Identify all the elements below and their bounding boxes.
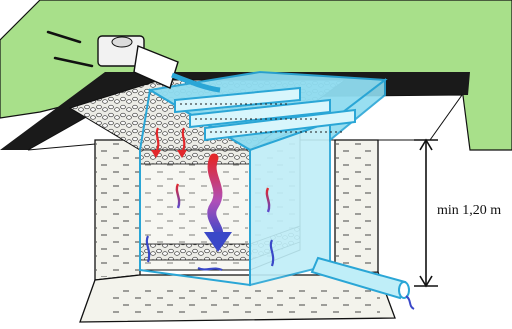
pit-left-wall-texture: [96, 141, 139, 277]
depth-label: min 1,20 m: [437, 203, 501, 219]
pit-floor-texture: [110, 285, 380, 315]
pebble-band-lower: [140, 244, 250, 260]
pit-right-wall-texture: [336, 141, 377, 271]
depth-dimension-line: [414, 140, 438, 286]
